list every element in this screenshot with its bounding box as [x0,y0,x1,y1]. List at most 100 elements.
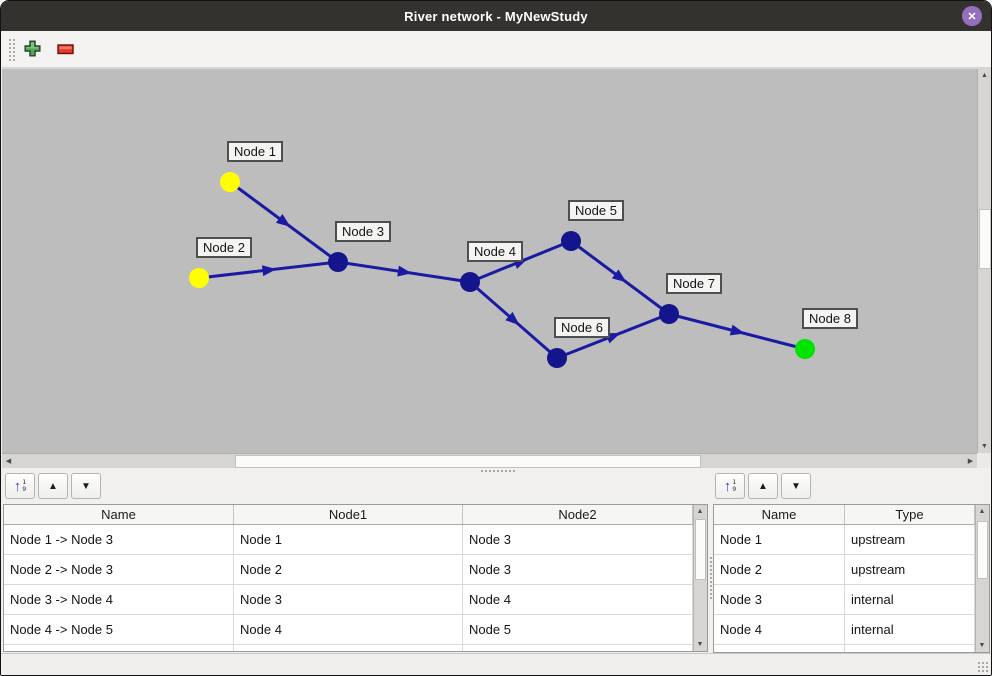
river-node[interactable] [328,252,348,272]
scroll-down-button[interactable]: ▼ [694,639,706,650]
left-arrow-icon: ◀ [5,457,12,465]
nodes-move-up-button[interactable]: ▲ [748,473,778,499]
river-node[interactable] [561,231,581,251]
flow-direction-arrow-icon [505,311,520,326]
river-node[interactable] [460,272,480,292]
table-cell[interactable]: upstream [845,555,975,584]
column-header[interactable]: Type [845,505,975,524]
table-cell[interactable]: Node 4 [234,615,463,644]
scroll-thumb[interactable] [695,519,706,580]
toolbar-drag-handle[interactable] [8,38,16,63]
column-header[interactable]: Name [4,505,234,524]
scroll-up-button[interactable]: ▲ [976,506,988,517]
add-branch-button[interactable] [22,40,42,60]
table-cell[interactable]: Node 1 [714,525,845,554]
status-bar [1,653,991,675]
horizontal-splitter[interactable] [2,468,991,473]
scroll-down-button[interactable]: ▼ [978,441,991,452]
scroll-down-button[interactable]: ▼ [976,640,988,651]
vertical-scroll-thumb[interactable] [979,209,991,269]
green-plus-icon [23,40,41,60]
tables-splitter[interactable] [708,504,713,652]
table-cell[interactable]: Node 3 [463,555,693,584]
table-cell[interactable]: Node 1 -> Node 3 [4,525,234,554]
resize-grip[interactable] [977,661,989,673]
table-cell[interactable]: Node 5 [463,615,693,644]
down-arrow-icon: ▼ [981,443,988,450]
table-cell[interactable]: Node 2 [234,555,463,584]
branches-move-up-button[interactable]: ▲ [38,473,68,499]
table-cell[interactable]: Node 4 [714,615,845,644]
table-cell [714,645,845,652]
table-cell[interactable]: Node 1 [234,525,463,554]
horizontal-scroll-thumb[interactable] [235,455,701,468]
table-cell[interactable]: upstream [845,525,975,554]
node-label: Node 1 [227,141,283,162]
column-header[interactable]: Node2 [463,505,693,524]
node-label: Node 5 [568,200,624,221]
river-node[interactable] [189,268,209,288]
flow-direction-arrow-icon [729,324,745,336]
splitter-handle-icon [709,556,713,600]
table-cell[interactable]: Node 2 [714,555,845,584]
table-cell[interactable]: Node 2 -> Node 3 [4,555,234,584]
column-header[interactable]: Name [714,505,845,524]
scroll-up-button[interactable]: ▲ [978,70,991,81]
scroll-left-button[interactable]: ◀ [3,454,14,467]
nodes-move-down-button[interactable]: ▼ [781,473,811,499]
table-cell [463,645,693,651]
river-node[interactable] [659,304,679,324]
table-cell[interactable]: internal [845,615,975,644]
branches-move-down-button[interactable]: ▼ [71,473,101,499]
table-cell[interactable]: Node 3 -> Node 4 [4,585,234,614]
table-cell[interactable]: Node 4 -> Node 5 [4,615,234,644]
remove-branch-button[interactable] [55,40,75,60]
scroll-thumb[interactable] [977,521,988,579]
river-node[interactable] [795,339,815,359]
close-icon: ✕ [967,10,977,23]
title-bar[interactable]: River network - MyNewStudy ✕ [1,1,991,31]
scroll-up-button[interactable]: ▲ [694,506,706,517]
column-header[interactable]: Node1 [234,505,463,524]
table-cell[interactable]: Node 3 [714,585,845,614]
table-cell [4,645,234,651]
river-node[interactable] [547,348,567,368]
nodes-table-scrollbar[interactable]: ▲ ▼ [975,505,989,652]
scroll-right-button[interactable]: ▶ [965,454,976,467]
close-button[interactable]: ✕ [962,6,982,26]
down-triangle-icon: ▼ [791,480,801,492]
node-label: Node 8 [802,308,858,329]
table-cell[interactable]: Node 4 [463,585,693,614]
canvas-vertical-scrollbar[interactable]: ▲ ▼ [977,69,991,453]
flow-direction-arrow-icon [261,265,277,277]
up-arrow-icon: ▲ [981,72,988,79]
river-node[interactable] [220,172,240,192]
table-cell[interactable]: internal [845,585,975,614]
window-title: River network - MyNewStudy [404,8,588,24]
table-cell[interactable]: Node 3 [463,525,693,554]
table-cell[interactable]: Node 3 [234,585,463,614]
branches-table-scrollbar[interactable]: ▲ ▼ [693,505,707,651]
canvas-horizontal-scrollbar[interactable]: ◀ ▶ [2,453,977,468]
down-arrow-icon: ▼ [978,642,986,649]
flow-direction-arrow-icon [397,265,412,277]
node-label: Node 6 [554,317,610,338]
